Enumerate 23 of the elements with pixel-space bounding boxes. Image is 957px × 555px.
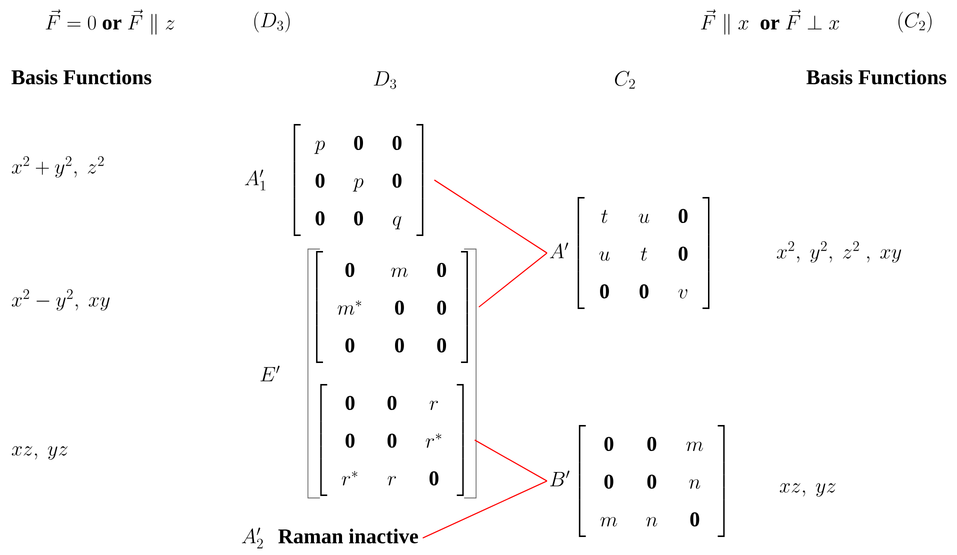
connector-line (478, 252, 548, 308)
column-heading: $C_2$ (615, 70, 635, 89)
tensor-matrix: $\left[\begin{array}{ccc}\mathbf{0}&m&\mathbf{0}\\m^*&\mathbf{0}&\mathbf{0}\\\mathbf{0}&\mathbf{0}&\mathbf{0}\end{array}\right]$ (316, 251, 468, 363)
tensor-matrix: $\left[\begin{array}{ccc}\mathbf{0}&\mathbf{0}&r\\\mathbf{0}&\mathbf{0}&r^*\\r^*&r&\mathbf{0}\end{array}\right]$ (320, 384, 464, 496)
column-heading: $D_3$ (374, 71, 396, 89)
column-heading: Basis Functions (806, 70, 946, 84)
connector-line (474, 440, 548, 482)
group-label: $(D_3)$ (254, 12, 290, 32)
tensor-matrix: $A'_1$ $\left[\begin{array}{ccc}p&\mathbf{0}&\mathbf{0}\\\mathbf{0}&p&\mathbf{0}\\\mathbf{0}&\mathbf{0}&q\end{array}\right]$ (244, 124, 424, 236)
basis-function-label: $x^2-y^2,\ xy$ (12, 289, 110, 311)
connector-line (422, 480, 548, 538)
connector-line (434, 180, 548, 254)
basis-function-label: $x^2+y^2,\ z^2$ (12, 156, 104, 178)
tensor-matrix: $B'$ $\left[\begin{array}{ccc}\mathbf{0}&\mathbf{0}&m\\\mathbf{0}&\mathbf{0}&n\\m&n&\mathbf{0}\end{array}\right]$ (550, 425, 725, 537)
group-label: $(C_2)$ (898, 12, 932, 32)
condition-label: $\vec{F}=0\ \textbf{or}\ \vec{F}\parallel z$ (46, 9, 174, 35)
basis-function-label: $x^2,\ y^2,\ z^2\ ,\ xy$ (776, 241, 902, 263)
basis-function-label: $xz,\ yz$ (12, 446, 68, 460)
basis-function-label: $xz,\ yz$ (780, 483, 836, 497)
condition-label: $\vec{F}\parallel x\ \ \textbf{or}\ \vec{F}\perp x$ (700, 9, 840, 35)
inactive-label: $A'_2$ Raman inactive (242, 528, 418, 548)
tensor-matrix: $A'$ $\left[\begin{array}{ccc}t&u&\mathbf{0}\\u&t&\mathbf{0}\\\mathbf{0}&\mathbf{0}&v\end{array}\right]$ (550, 197, 710, 309)
column-heading: Basis Functions (12, 70, 152, 84)
